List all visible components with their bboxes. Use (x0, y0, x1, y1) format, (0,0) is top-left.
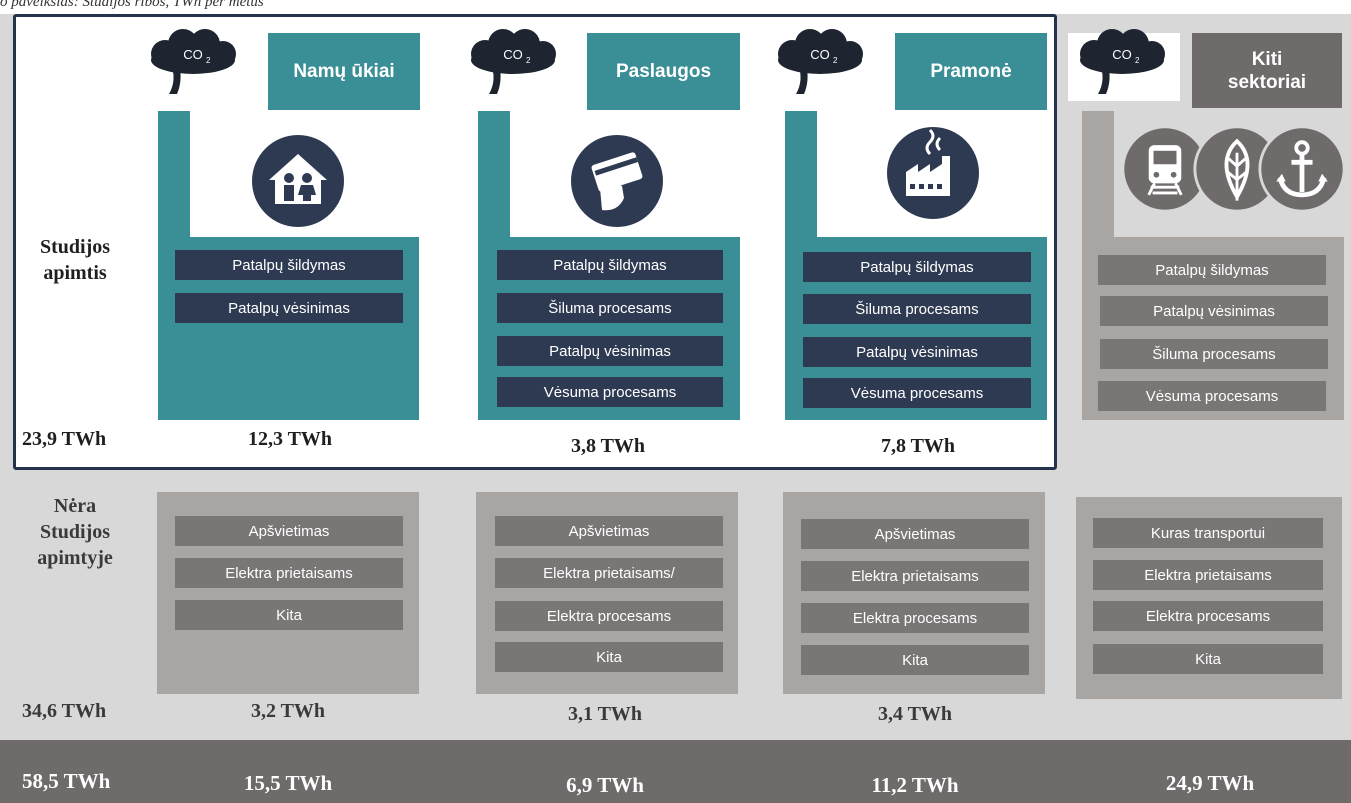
other-item: Kita (801, 645, 1029, 675)
co2-label: CO (503, 47, 523, 62)
sector-household-grand-total: 15,5 TWh (243, 771, 333, 795)
sector-industry-grand-total: 11,2 TWh (871, 773, 959, 797)
sector-services-title: Paslaugos (587, 33, 740, 110)
sector-household-column (158, 111, 190, 237)
totals-bar (0, 740, 1351, 803)
other-item: Elektra prietaisams (1093, 560, 1323, 590)
figure-caption: o paveikslas: Studijos ribos, TWh per me… (0, 0, 264, 10)
other-item: Elektra prietaisams (175, 558, 403, 588)
other-item: Kuras transportui (1093, 518, 1323, 548)
in-scope-item: Šiluma procesams (803, 294, 1031, 324)
not-in-scope-total: 34,6 TWh (22, 700, 107, 722)
sector-household-in-scope-total: 12,3 TWh (247, 428, 333, 450)
other-item: Apšvietimas (801, 519, 1029, 549)
co2-cloud-icon: CO 2 (1080, 29, 1165, 94)
in-scope-item: Vėsuma procesams (803, 378, 1031, 408)
other-item: Kita (495, 642, 723, 672)
sector-industry-title: Pramonė (895, 33, 1047, 110)
co2-subscript: 2 (833, 56, 838, 65)
leaf-icon (1193, 125, 1281, 213)
sector-industry-other-total: 3,4 TWh (877, 703, 953, 725)
not-in-scope-row-label: Nėra Studijos apimtyje (37, 495, 113, 569)
in-scope-item: Patalpų vėsinimas (1100, 296, 1328, 326)
co2-label: CO (183, 47, 203, 62)
other-item: Elektra procesams (495, 601, 723, 631)
other-item: Apšvietimas (175, 516, 403, 546)
sector-other-grand-total: 24,9 TWh (1165, 771, 1255, 795)
sector-industry-column (785, 111, 817, 237)
sector-household-other-total: 3,2 TWh (250, 700, 326, 722)
in-scope-item: Patalpų vėsinimas (803, 337, 1031, 367)
sector-other-column (1082, 111, 1114, 237)
in-scope-item: Šiluma procesams (497, 293, 723, 323)
in-scope-item: Patalpų šildymas (1098, 255, 1326, 285)
in-scope-item: Vėsuma procesams (497, 377, 723, 407)
sector-services-column (478, 111, 510, 237)
house-family-icon (252, 135, 344, 227)
sector-services-grand-total: 6,9 TWh (566, 773, 644, 797)
co2-cloud-icon: CO 2 (471, 29, 556, 94)
in-scope-item: Vėsuma procesams (1098, 381, 1326, 411)
in-scope-item: Patalpų šildymas (497, 250, 723, 280)
co2-cloud-icon: CO 2 (778, 29, 863, 94)
train-icon (1121, 125, 1209, 213)
in-scope-row-label: Studijos apimtis (39, 236, 111, 284)
co2-subscript: 2 (206, 56, 211, 65)
sector-services-other-total: 3,1 TWh (567, 703, 643, 725)
sector-household-title: Namų ūkiai (268, 33, 420, 110)
sector-services-in-scope-total: 3,8 TWh (570, 435, 646, 457)
co2-cloud-icon: CO 2 (151, 29, 236, 94)
in-scope-total: 23,9 TWh (22, 428, 107, 450)
sector-other-title: Kiti sektoriai (1192, 33, 1342, 108)
other-item: Kita (1093, 644, 1323, 674)
co2-label: CO (1112, 47, 1132, 62)
sector-industry-in-scope-total: 7,8 TWh (880, 435, 956, 457)
other-item: Elektra prietaisams (801, 561, 1029, 591)
other-item: Kita (175, 600, 403, 630)
in-scope-item: Patalpų šildymas (803, 252, 1031, 282)
other-item: Elektra procesams (1093, 601, 1323, 631)
factory-icon (887, 127, 979, 219)
overall-total: 58,5 TWh (22, 769, 111, 793)
in-scope-item: Patalpų vėsinimas (497, 336, 723, 366)
other-item: Apšvietimas (495, 516, 723, 546)
in-scope-item: Šiluma procesams (1100, 339, 1328, 369)
other-item: Elektra prietaisams/ (495, 558, 723, 588)
in-scope-item: Patalpų vėsinimas (175, 293, 403, 323)
co2-subscript: 2 (526, 56, 531, 65)
anchor-icon (1258, 125, 1346, 213)
card-payment-icon (571, 135, 663, 227)
in-scope-item: Patalpų šildymas (175, 250, 403, 280)
other-item: Elektra procesams (801, 603, 1029, 633)
co2-label: CO (810, 47, 830, 62)
co2-subscript: 2 (1135, 56, 1140, 65)
